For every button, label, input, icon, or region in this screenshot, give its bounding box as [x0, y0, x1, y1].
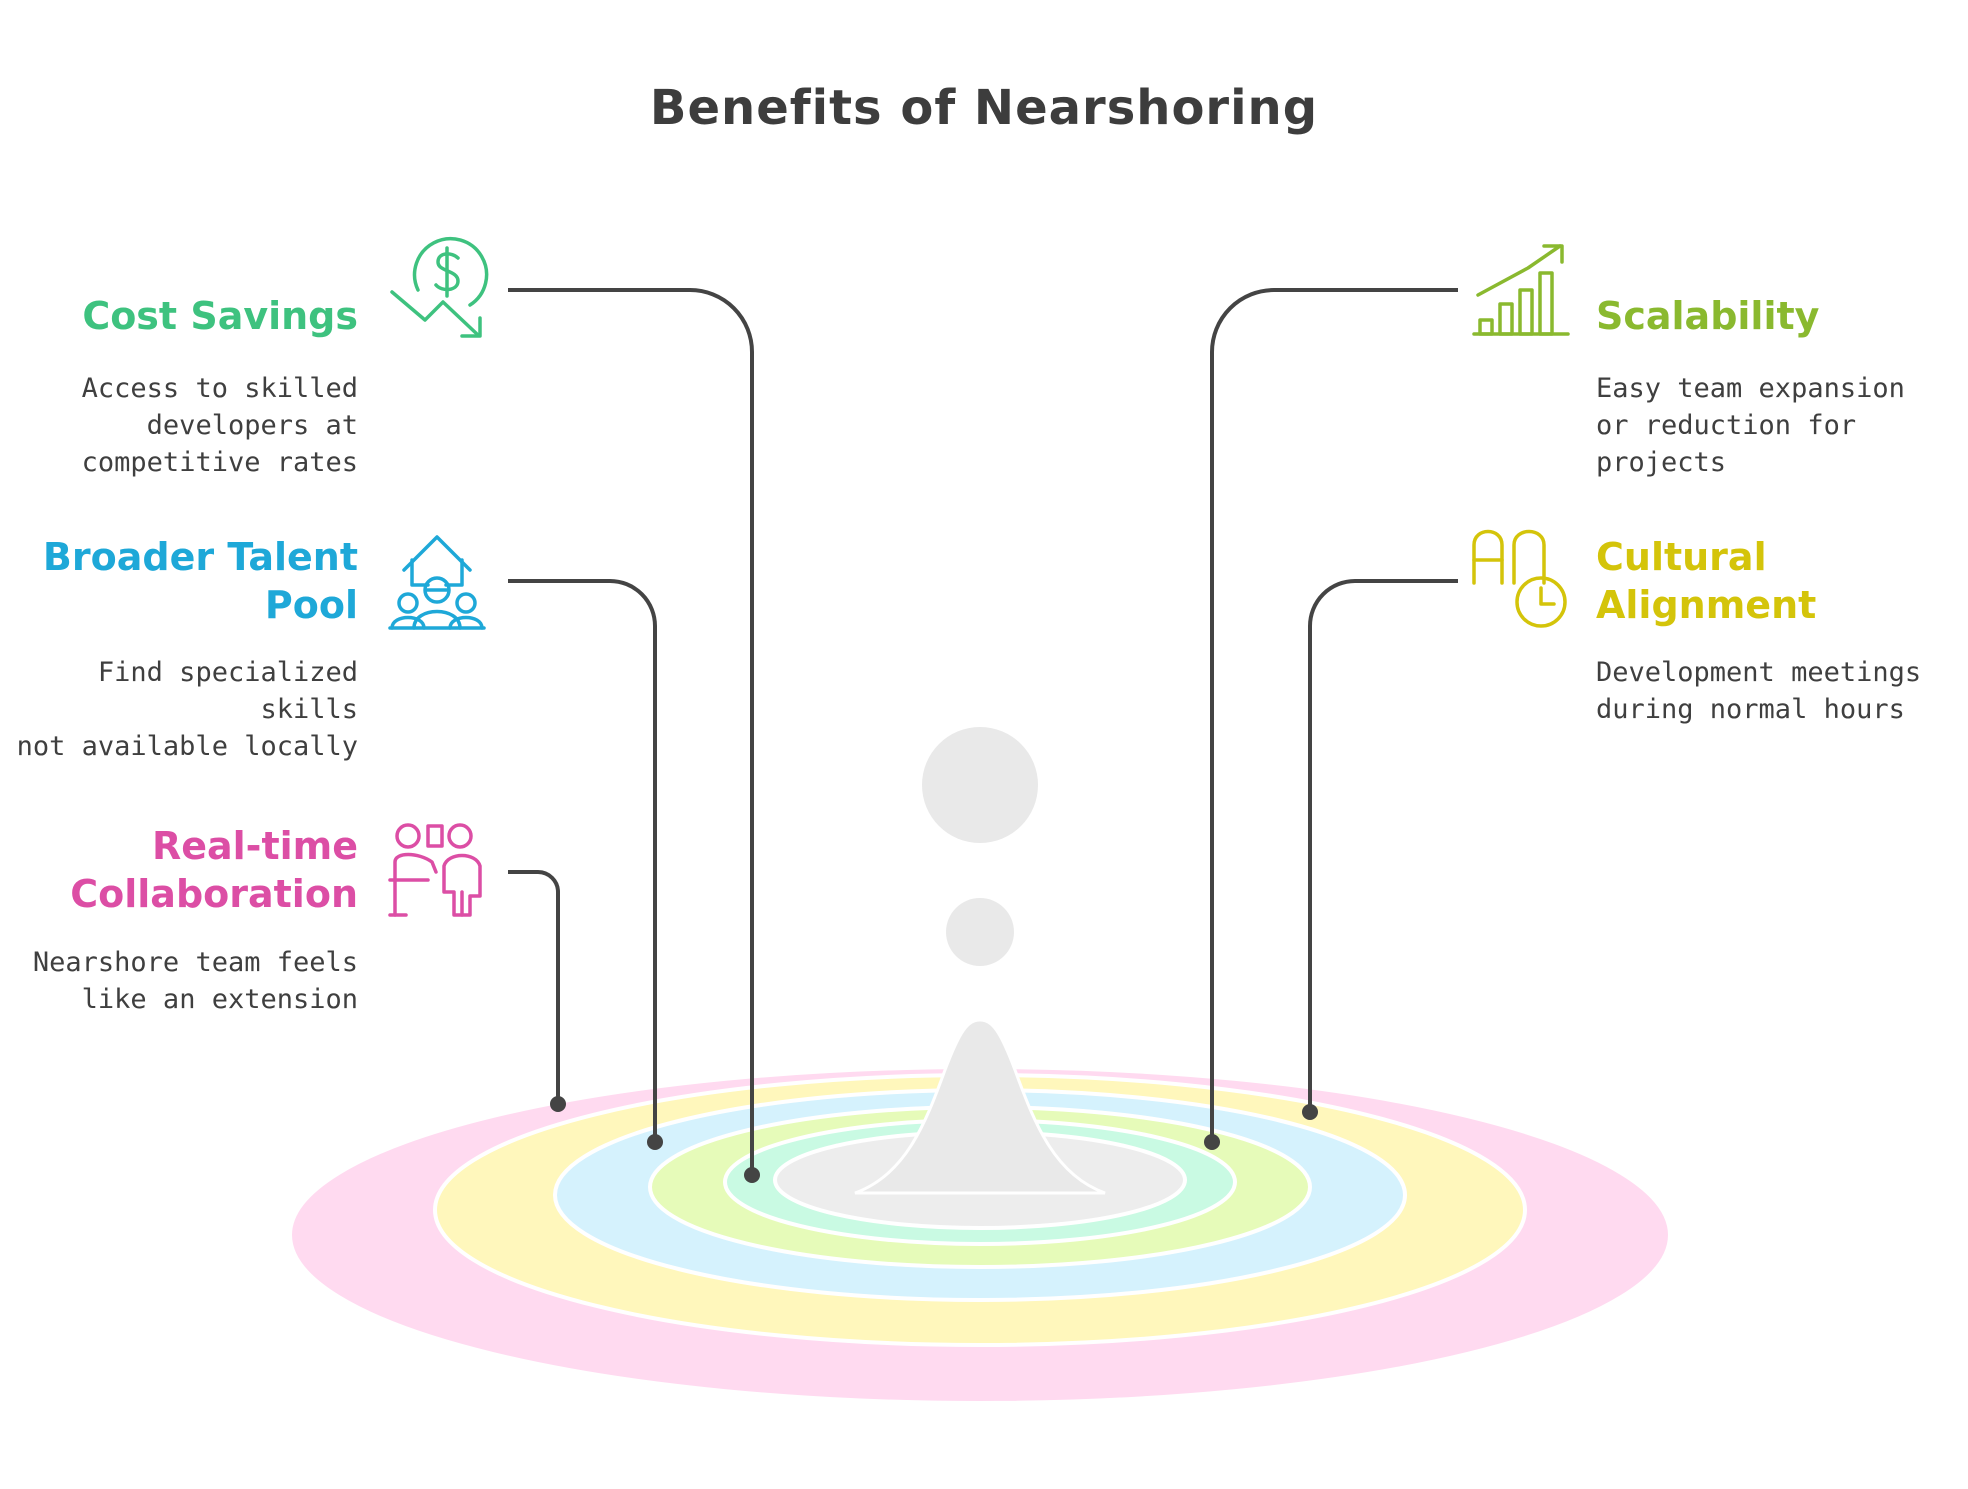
heading-line: Real-time — [151, 824, 358, 868]
presenter-collaboration-icon — [388, 823, 482, 917]
connector-collaboration — [508, 870, 560, 1102]
description-scalability: Easy team expansion or reduction for pro… — [1596, 370, 1905, 481]
description-cost-savings: Access to skilled developers at competit… — [82, 370, 358, 481]
dot-scalability — [1204, 1134, 1220, 1150]
heading-scalability: Scalability — [1596, 292, 1819, 340]
description-talent-pool: Find specialized skills not available lo… — [0, 654, 358, 765]
description-line: Easy team expansion — [1596, 373, 1905, 404]
ripple-rings — [288, 1065, 1672, 1405]
description-collaboration: Nearshore team feels like an extension — [33, 944, 358, 1018]
dot-talent-pool — [647, 1134, 663, 1150]
drop-small — [946, 898, 1014, 966]
heading-talent-pool: Broader Talent Pool — [43, 533, 358, 629]
heading-cultural-alignment: Cultural Alignment — [1596, 533, 1816, 629]
description-line: Nearshore team feels — [32, 947, 358, 978]
description-line: not available locally — [16, 731, 358, 762]
connector-scalability — [1210, 288, 1458, 1140]
heading-line: Cost Savings — [82, 294, 358, 338]
heading-line: Collaboration — [70, 872, 358, 916]
description-line: competitive rates — [81, 447, 358, 478]
description-line: developers at — [146, 410, 358, 441]
description-line: during normal hours — [1596, 694, 1905, 725]
description-line: like an extension — [81, 984, 358, 1015]
description-line: Access to skilled — [81, 373, 358, 404]
connector-cost-savings — [508, 288, 754, 1173]
heading-cost-savings: Cost Savings — [82, 292, 358, 340]
dot-cost-savings — [744, 1167, 760, 1183]
connector-dots — [550, 1096, 1318, 1183]
description-cultural-alignment: Development meetings during normal hours — [1596, 654, 1921, 728]
connectors — [508, 288, 1458, 1173]
heading-line: Pool — [264, 583, 358, 627]
heading-line: Broader Talent — [42, 535, 358, 579]
dot-cultural-alignment — [1302, 1104, 1318, 1120]
heading-collaboration: Real-time Collaboration — [70, 822, 358, 918]
drop-large — [922, 727, 1038, 843]
connector-cultural-alignment — [1308, 579, 1458, 1110]
splash-peak — [854, 1018, 1106, 1195]
dot-collaboration — [550, 1096, 566, 1112]
water-drop — [854, 727, 1106, 1195]
language-clock-icon — [1472, 529, 1567, 628]
heading-line: Cultural — [1596, 535, 1767, 579]
growth-chart-icon — [1472, 244, 1570, 336]
description-line: Find specialized skills — [97, 657, 358, 725]
talent-group-icon — [388, 535, 486, 630]
description-line: or reduction for — [1596, 410, 1857, 441]
description-line: Development meetings — [1596, 657, 1922, 688]
description-line: projects — [1596, 447, 1727, 478]
dollar-down-trend-icon — [390, 237, 489, 338]
heading-line: Alignment — [1596, 583, 1817, 627]
heading-line: Scalability — [1596, 294, 1820, 338]
connector-talent-pool — [508, 579, 657, 1140]
diagram-title: Benefits of Nearshoring — [649, 80, 1319, 136]
